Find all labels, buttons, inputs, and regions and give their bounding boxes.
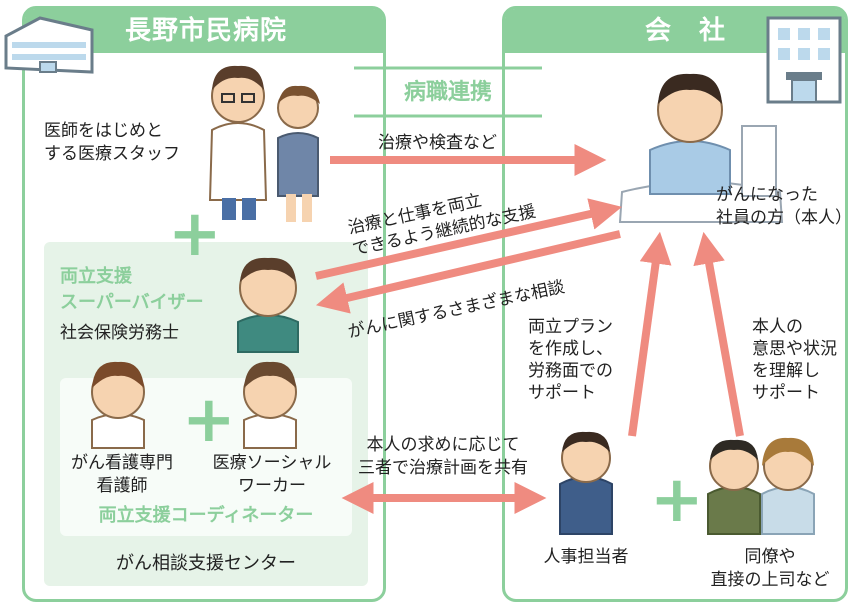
coordinator-label: 両立支援コーディネーター [98, 505, 314, 526]
supervisor-name-label: 社会保険労務士 [60, 323, 179, 343]
shared-plan-label: 本人の求めに応じて 三者で治療計画を共有 [358, 435, 528, 478]
medical-staff-label: 医師をはじめと する医療スタッフ [44, 121, 180, 164]
arrow-colleague-support [693, 231, 744, 437]
cancer-center-label: がん相談支援センター [116, 553, 296, 574]
hr-label: 人事担当者 [543, 547, 629, 567]
hr-person-illustration [559, 431, 613, 535]
company-title: 会 社 [645, 16, 727, 46]
plus-icon: + [168, 197, 222, 271]
cancer-nurse-label: がん看護専門 看護師 [71, 453, 173, 496]
office-building-icon [766, 16, 842, 104]
patient-label: がんになった 社員の方（本人） [716, 185, 852, 228]
plus-icon: + [650, 463, 704, 537]
patient-illustration [618, 73, 784, 223]
colleagues-illustration [707, 437, 815, 535]
hospital-building-icon [4, 16, 94, 74]
colleague-support-label: 本人の 意思や状況 を理解し サポート [752, 317, 837, 403]
arrow-continuous-support [315, 198, 623, 280]
colleagues-label: 同僚や 直接の上司など [710, 547, 830, 590]
supervisor-role-label: 両立支援 スーパーバイザー [60, 266, 204, 313]
cooperation-label: 病職連携 [403, 80, 492, 105]
hospital-title: 長野市民病院 [125, 16, 288, 46]
supervisor-illustration [237, 257, 299, 353]
arrow-consultation [315, 230, 621, 314]
doctor-illustration [208, 65, 268, 220]
hr-support-label: 両立プラン を作成し、 労務面での サポート [528, 317, 613, 403]
social-worker-label: 医療ソーシャル ワーカー [212, 453, 332, 496]
treatment-label: 治療や検査など [378, 133, 497, 153]
arrow-hr-support [628, 231, 672, 437]
plus-icon: + [182, 383, 236, 457]
cancer-nurse-illustration [91, 361, 145, 449]
nurse-illustration [277, 85, 320, 222]
social-worker-illustration [243, 361, 297, 449]
